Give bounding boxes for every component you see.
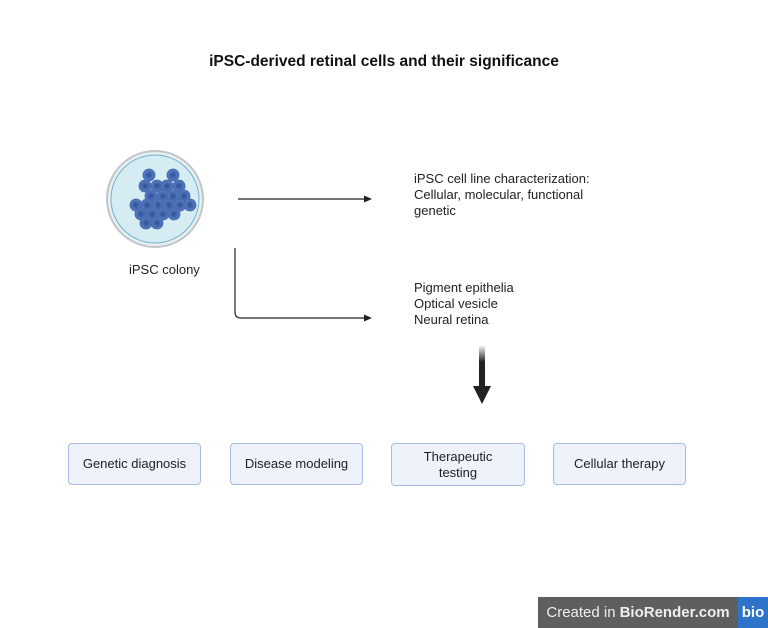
characterization-text: iPSC cell line characterization: Cellula… xyxy=(414,171,590,219)
colony-label: iPSC colony xyxy=(129,262,200,277)
cell-type-item: Neural retina xyxy=(414,312,489,327)
stem-cell-icon xyxy=(166,168,180,182)
characterization-line: genetic xyxy=(414,203,456,218)
stem-cell-icon xyxy=(172,179,186,193)
characterization-line: Cellular, molecular, functional xyxy=(414,187,584,202)
down-arrow-icon xyxy=(473,345,491,404)
biorender-logo: bio xyxy=(738,597,768,628)
cell-type-item: Optical vesicle xyxy=(414,296,498,311)
badge-brand: BioRender.com xyxy=(619,604,730,621)
arrow-to-cell-types xyxy=(234,248,372,322)
badge-prefix: Created in xyxy=(546,604,616,621)
diagram-title: iPSC-derived retinal cells and their sig… xyxy=(209,53,559,70)
cell-type-item: Pigment epithelia xyxy=(414,280,514,295)
application-box-disease-modeling: Disease modeling xyxy=(230,443,363,485)
cell-types-text: Pigment epithelia Optical vesicle Neural… xyxy=(414,280,514,328)
stem-cell-icon xyxy=(167,207,181,221)
stem-cell-icon xyxy=(142,168,156,182)
application-box-therapeutic-testing: Therapeutic testing xyxy=(391,443,525,486)
application-box-cellular-therapy: Cellular therapy xyxy=(553,443,686,485)
application-box-genetic-diagnosis: Genetic diagnosis xyxy=(68,443,201,485)
characterization-line: iPSC cell line characterization: xyxy=(414,171,590,186)
petri-dish-icon xyxy=(106,150,204,248)
stem-cell-icon xyxy=(183,198,197,212)
stem-cell-icon xyxy=(139,216,153,230)
stem-cell-icon xyxy=(150,216,164,230)
arrow-to-characterization xyxy=(238,195,372,203)
